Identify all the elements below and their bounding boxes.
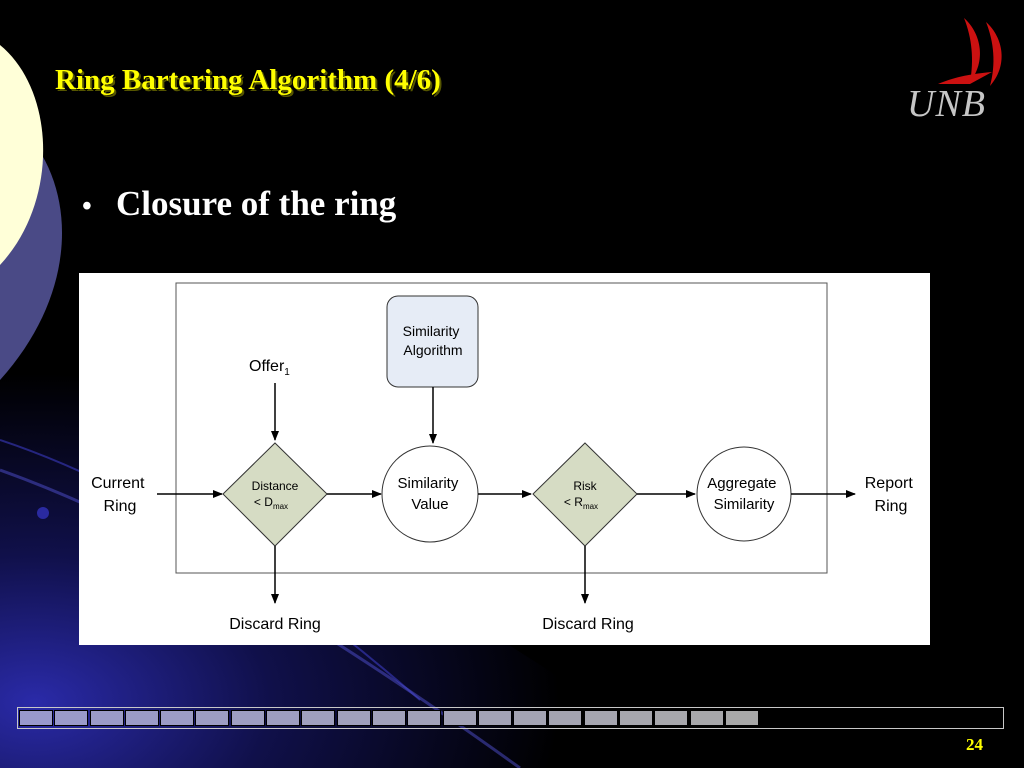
similarity-value-circle <box>381 445 479 543</box>
progress-segment <box>266 710 301 726</box>
progress-segment <box>407 710 442 726</box>
progress-segment <box>619 710 654 726</box>
distance-check-label: Distance <box>252 479 299 493</box>
progress-segment <box>19 710 53 726</box>
progress-segment <box>654 710 689 726</box>
similarity-value-label: Similarity Value <box>397 475 462 513</box>
risk-threshold-label: < Rmax <box>564 495 598 511</box>
progress-segment <box>54 710 89 726</box>
slide-progress-bar <box>17 707 1004 729</box>
report-ring-label: Report Ring <box>865 475 917 515</box>
similarity-algorithm-label: Similarity Algorithm <box>403 323 464 358</box>
slide-title: Ring Bartering Algorithm (4/6) <box>55 64 441 96</box>
offer-label: Offer1 <box>249 358 290 378</box>
progress-segment <box>583 710 618 726</box>
progress-segment <box>724 710 759 726</box>
risk-check-diamond <box>532 442 638 547</box>
progress-segment <box>336 710 371 726</box>
discard-ring-right: Discard Ring <box>542 616 634 633</box>
discard-ring-left: Discard Ring <box>229 616 321 633</box>
progress-segment <box>124 710 159 726</box>
progress-segment <box>442 710 477 726</box>
distance-threshold-label: < Dmax <box>254 495 288 511</box>
aggregate-similarity-label: Aggregate Similarity <box>707 475 780 513</box>
progress-segment <box>89 710 124 726</box>
bullet-item: • Closure of the ring <box>82 184 396 224</box>
progress-segment <box>230 710 265 726</box>
bullet-icon: • <box>82 191 92 222</box>
unb-logo-text: UNB <box>907 83 986 125</box>
bullet-text: Closure of the ring <box>116 184 397 223</box>
current-ring-label: Current Ring <box>91 475 149 515</box>
process-boundary <box>175 282 828 574</box>
progress-segment <box>477 710 512 726</box>
progress-segment <box>301 710 336 726</box>
page-number: 24 <box>966 735 983 754</box>
risk-check-label: Risk <box>573 479 597 493</box>
progress-segment <box>160 710 195 726</box>
progress-segment <box>513 710 548 726</box>
progress-segment <box>195 710 230 726</box>
progress-segment <box>689 710 724 726</box>
distance-check-diamond <box>222 442 328 547</box>
unb-sail-icon <box>938 18 1002 86</box>
aggregate-similarity-circle <box>696 446 792 542</box>
flow-diagram: Similarity Algorithm Offer1 Current Ring… <box>79 273 930 645</box>
progress-segment <box>548 710 583 726</box>
progress-segment <box>371 710 406 726</box>
